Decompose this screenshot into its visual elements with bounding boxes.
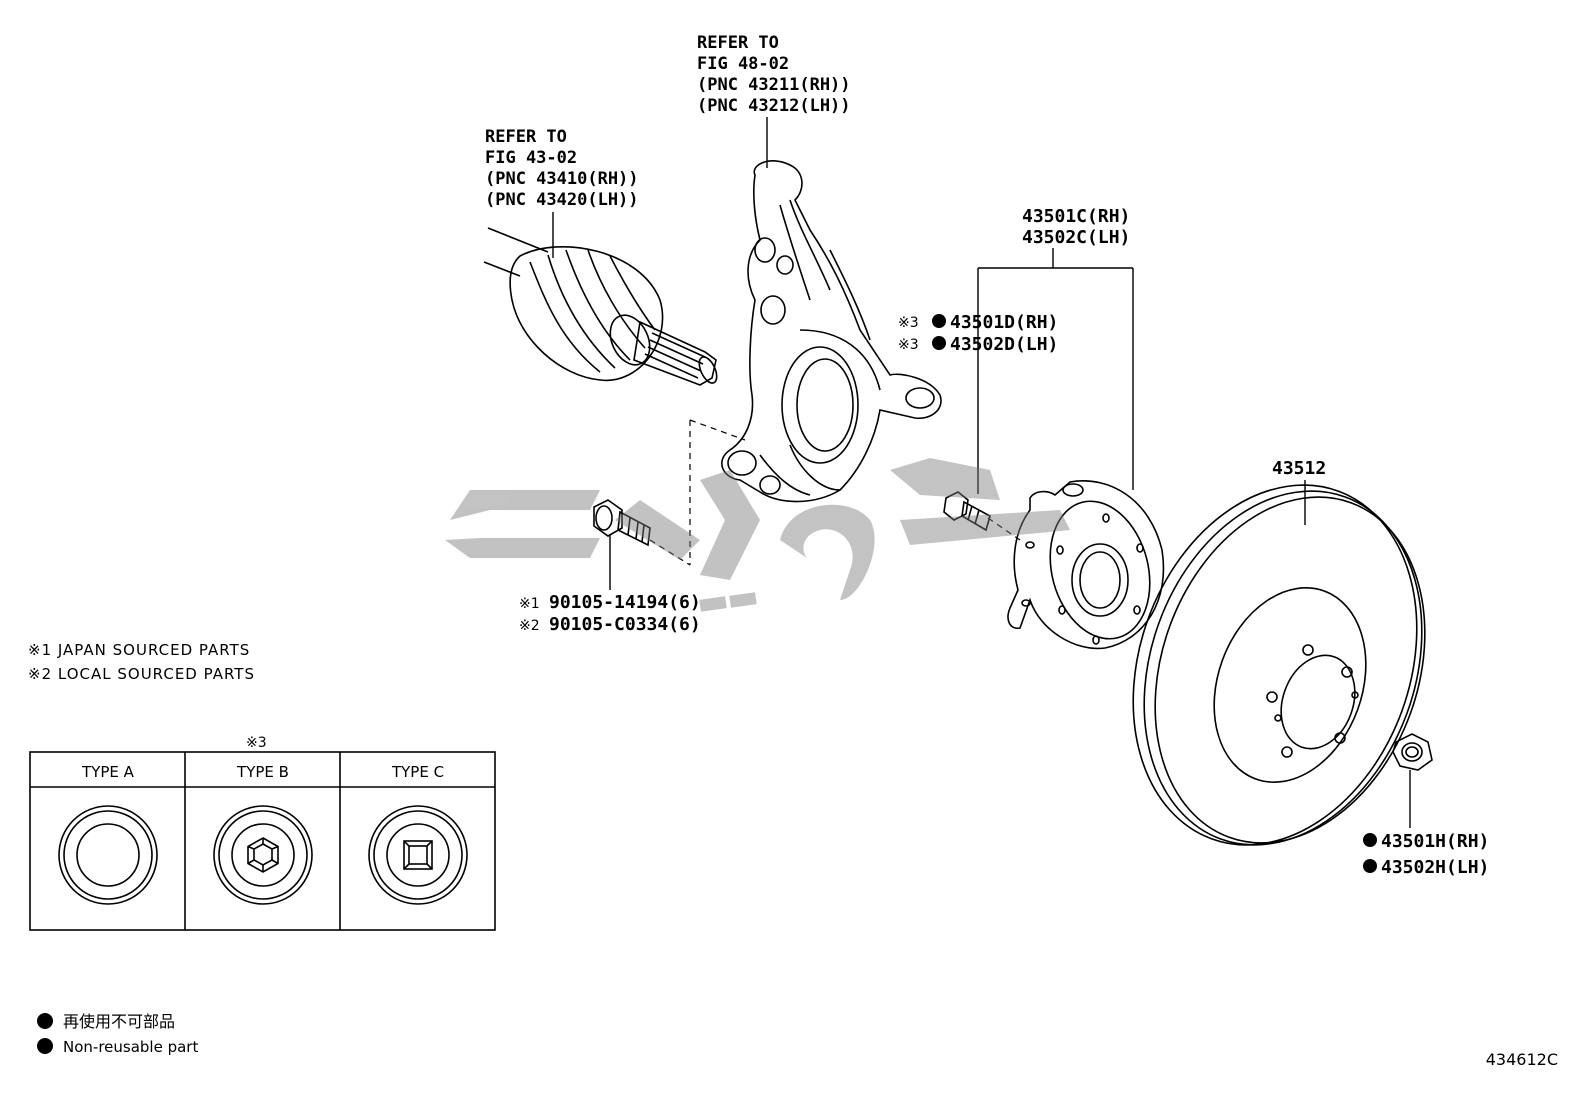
- watermark-logo-icon: [445, 458, 1070, 612]
- type-b-header: TYPE B: [236, 763, 289, 781]
- callout-knuckle-bolt-2: 90105-C0334(6): [549, 614, 701, 635]
- callout-knuckle-bolt-1: 90105-14194(6): [549, 592, 701, 613]
- knuckle-bolt-dashed-guide: [649, 419, 1021, 566]
- type-c-header: TYPE C: [391, 763, 444, 781]
- note-local-sourced: ※2 LOCAL SOURCED PARTS: [28, 665, 255, 683]
- callout-knuckle-line-4: (PNC 43212(LH)): [697, 96, 851, 116]
- callout-knuckle-line-2: FIG 48-02: [697, 54, 789, 74]
- hub-nut-illustration: [1392, 733, 1433, 771]
- note-japan-sourced: ※1 JAPAN SOURCED PARTS: [28, 641, 250, 659]
- type-b-hex-socket-icon: [213, 805, 313, 905]
- axle-hub-illustration: [1007, 480, 1165, 650]
- callout-bolt-lh: 43502D(LH): [950, 334, 1058, 355]
- callout-driveshaft: REFER TO FIG 43-02 (PNC 43410(RH)) (PNC …: [485, 127, 639, 210]
- callout-bolt-rh-mark: ※3: [898, 315, 919, 331]
- legend-english-label: Non-reusable part: [63, 1038, 198, 1056]
- callout-driveshaft-line-4: (PNC 43420(LH)): [485, 190, 639, 210]
- hub-bolt-illustration: [943, 491, 991, 532]
- callout-driveshaft-line-3: (PNC 43410(RH)): [485, 169, 639, 189]
- callout-nut-rh: 43501H(RH): [1381, 831, 1489, 852]
- type-table: ※3 TYPE A TYPE B TYPE C: [29, 735, 496, 931]
- callout-hub-rh: 43501C(RH): [1022, 206, 1130, 227]
- callout-hub-lh: 43502C(LH): [1022, 227, 1130, 248]
- callout-knuckle-line-3: (PNC 43211(RH)): [697, 75, 851, 95]
- callout-bolt-rh: 43501D(RH): [950, 312, 1058, 333]
- type-table-mark: ※3: [246, 735, 267, 751]
- non-reusable-dot-icon: [37, 1038, 53, 1054]
- disc-rotor-illustration: [1132, 484, 1426, 846]
- type-c-square-socket-icon: [368, 805, 468, 905]
- callout-knuckle: REFER TO FIG 48-02 (PNC 43211(RH)) (PNC …: [697, 33, 851, 116]
- knuckle-bolt-illustration: [593, 499, 651, 547]
- non-reusable-dot-icon: [1363, 859, 1377, 873]
- type-a-header: TYPE A: [81, 763, 135, 781]
- non-reusable-dot-icon: [932, 336, 946, 350]
- legend-japanese-label: 再使用不可部品: [63, 1012, 175, 1031]
- callout-bolt-lh-mark: ※3: [898, 337, 919, 353]
- figure-code: 434612C: [1486, 1050, 1558, 1069]
- non-reusable-dot-icon: [1363, 833, 1377, 847]
- steering-knuckle-illustration: [721, 160, 942, 503]
- callout-knuckle-bolt-1-mark: ※1: [519, 596, 540, 612]
- callout-driveshaft-line-2: FIG 43-02: [485, 148, 577, 168]
- callout-nut-lh: 43502H(LH): [1381, 857, 1489, 878]
- type-a-plain-head-icon: [58, 805, 158, 905]
- callout-driveshaft-line-1: REFER TO: [485, 127, 567, 147]
- callout-disc: 43512: [1272, 458, 1326, 479]
- drive-shaft-illustration: [483, 227, 718, 386]
- non-reusable-dot-icon: [932, 314, 946, 328]
- leader-lines: [552, 117, 1411, 828]
- non-reusable-dot-icon: [37, 1013, 53, 1029]
- legend: 再使用不可部品 Non-reusable part: [37, 1012, 198, 1056]
- callout-knuckle-bolt-2-mark: ※2: [519, 618, 540, 634]
- callout-knuckle-line-1: REFER TO: [697, 33, 779, 53]
